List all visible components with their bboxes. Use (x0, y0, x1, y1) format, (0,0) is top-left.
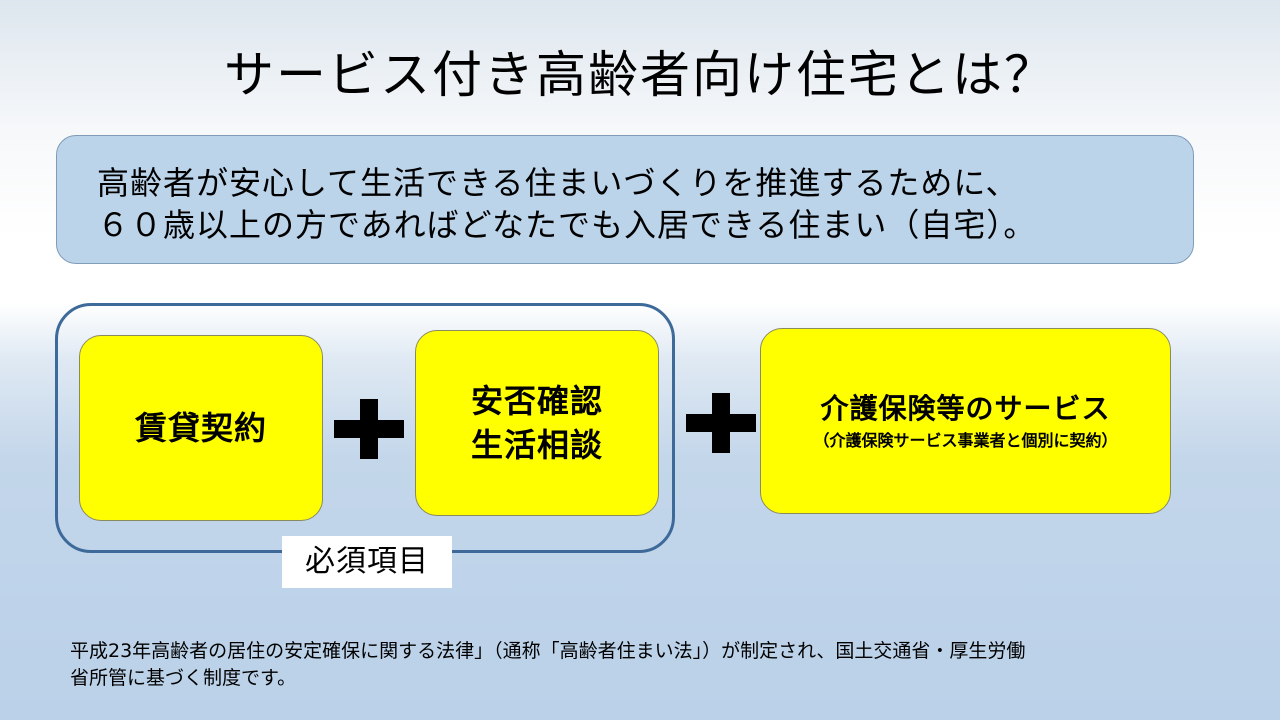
intro-box: 高齢者が安心して生活できる住まいづくりを推進するために、 ６０歳以上の方であれば… (56, 135, 1194, 264)
lease-contract-label: 賃貸契約 (134, 409, 267, 447)
footnote-line-1: 平成23年高齢者の居住の安定確保に関する法律」（通称「高齢者住まい法」）が制定さ… (70, 640, 1026, 662)
intro-line-2: ６０歳以上の方であればどなたでも入居できる住まい（自宅）。 (97, 206, 1037, 244)
plus-icon (334, 399, 404, 459)
care-services-label: 介護保険等のサービス (820, 392, 1111, 425)
slide-title: サービス付き高齢者向け住宅とは？ (224, 46, 1056, 104)
intro-line-1: 高齢者が安心して生活できる住まいづくりを推進するために、 (97, 164, 1019, 202)
care-services-note: （介護保険サービス事業者と個別に契約） (813, 431, 1118, 450)
lease-contract-box: 賃貸契約 (79, 335, 323, 521)
required-items-label: 必須項目 (282, 536, 452, 588)
safety-check-label: 安否確認 (470, 382, 603, 420)
safety-consultation-box: 安否確認 生活相談 (415, 330, 659, 516)
footnote-line-2: 省所管に基づく制度です。 (70, 667, 297, 689)
footnote: 平成23年高齢者の居住の安定確保に関する法律」（通称「高齢者住まい法」）が制定さ… (70, 638, 1220, 692)
life-consultation-label: 生活相談 (470, 426, 603, 464)
care-services-box: 介護保険等のサービス （介護保険サービス事業者と個別に契約） (760, 328, 1171, 514)
plus-icon (686, 393, 756, 453)
